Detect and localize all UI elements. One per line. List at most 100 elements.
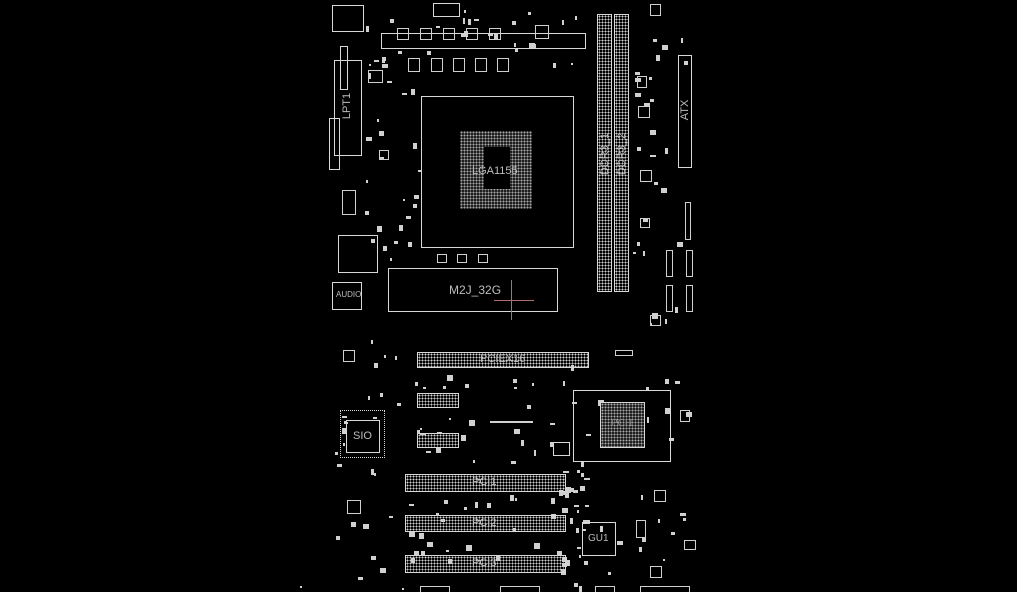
pch-chip[interactable]: PCH: [600, 402, 645, 448]
component-outline[interactable]: [615, 350, 633, 356]
smd-component: [662, 45, 668, 50]
cpu-socket[interactable]: LGA1155: [421, 96, 574, 248]
smd-component: [358, 577, 363, 580]
component-outline[interactable]: [497, 58, 509, 72]
component-outline[interactable]: [500, 586, 540, 592]
component-outline[interactable]: [300, 586, 302, 588]
component-outline[interactable]: [637, 76, 647, 88]
usb-header-2[interactable]: [417, 433, 459, 448]
component-outline[interactable]: [397, 28, 409, 40]
component-outline[interactable]: [650, 4, 661, 16]
smd-component: [671, 532, 675, 535]
smd-component: [580, 486, 585, 491]
component-outline[interactable]: [684, 540, 696, 550]
smd-component: [573, 490, 578, 493]
dimm-slot-2[interactable]: [614, 14, 629, 292]
component-outline[interactable]: [636, 520, 646, 538]
smd-component: [649, 77, 652, 80]
component-outline[interactable]: [686, 250, 693, 277]
component-outline[interactable]: [443, 28, 455, 40]
pci-slot-2[interactable]: PCI2: [405, 515, 566, 532]
vga-connector[interactable]: [332, 5, 364, 32]
smd-component: [447, 375, 453, 381]
component-outline[interactable]: [342, 190, 356, 215]
dimm-slot-1[interactable]: [597, 14, 612, 292]
smd-component: [488, 34, 493, 36]
smd-component: [446, 550, 449, 552]
smd-component: [371, 239, 375, 243]
smd-component: [600, 526, 603, 532]
component-outline[interactable]: [453, 58, 465, 72]
component-outline[interactable]: [475, 58, 487, 72]
component-outline[interactable]: [640, 586, 690, 592]
smd-component: [363, 524, 369, 529]
smd-component: [395, 356, 397, 360]
vrm-area[interactable]: [381, 33, 586, 49]
gu1-chip[interactable]: GU1: [582, 522, 616, 556]
smd-component: [575, 16, 577, 20]
smd-component: [572, 402, 577, 404]
component-outline[interactable]: [343, 350, 355, 362]
m2-slot[interactable]: M2J_32G: [388, 268, 558, 312]
usb-header-1[interactable]: [417, 393, 459, 408]
component-outline[interactable]: [686, 285, 693, 312]
component-outline[interactable]: [654, 490, 666, 502]
component-outline[interactable]: [368, 70, 383, 83]
smd-component: [466, 545, 472, 551]
component-outline[interactable]: [457, 254, 467, 263]
component-outline[interactable]: [685, 202, 691, 240]
component-outline[interactable]: [347, 500, 361, 514]
lpt-header: [340, 46, 348, 90]
smd-component: [465, 384, 469, 388]
component-outline[interactable]: [666, 250, 673, 277]
sio-chip[interactable]: SIO: [346, 420, 380, 453]
smd-component: [475, 502, 478, 508]
pci-slot-3[interactable]: PCI3: [405, 555, 566, 573]
component-outline[interactable]: [420, 586, 450, 592]
component-outline[interactable]: [408, 58, 420, 72]
lpt-connector[interactable]: [334, 60, 362, 156]
component-outline[interactable]: [379, 150, 389, 160]
smd-component: [635, 72, 640, 75]
audio-codec-area[interactable]: [338, 235, 378, 273]
smd-component: [409, 532, 415, 537]
component-outline[interactable]: [437, 254, 447, 263]
sio-area: [340, 410, 385, 458]
smd-component: [663, 559, 665, 561]
smd-component: [574, 583, 578, 587]
smd-component: [576, 528, 579, 533]
component-outline[interactable]: [640, 170, 652, 182]
smd-component: [436, 26, 440, 28]
component-outline[interactable]: [420, 28, 432, 40]
smd-component: [562, 508, 568, 513]
smd-component: [553, 63, 556, 68]
pci-slot-1[interactable]: PCI1: [405, 474, 566, 492]
component-outline[interactable]: [478, 254, 488, 263]
smd-component: [585, 505, 589, 507]
component-outline[interactable]: [638, 106, 650, 118]
atx-power-connector[interactable]: [678, 55, 692, 168]
component-outline[interactable]: [650, 566, 662, 578]
smd-component: [411, 89, 415, 95]
component-outline[interactable]: [535, 25, 549, 39]
smd-component: [461, 435, 466, 441]
component-outline[interactable]: [666, 285, 673, 312]
smd-component: [369, 64, 371, 66]
smd-component: [639, 547, 642, 552]
cursor-crosshair-h: [494, 300, 534, 301]
smd-component: [335, 452, 338, 455]
smd-component: [380, 568, 386, 573]
smd-component: [521, 440, 524, 446]
audio-chip[interactable]: AUDIO: [332, 282, 362, 310]
component-outline[interactable]: [431, 58, 443, 72]
smd-component: [684, 61, 688, 65]
smd-component: [382, 57, 386, 61]
smd-component: [380, 157, 384, 159]
fan-header[interactable]: [433, 3, 460, 17]
smd-component: [565, 560, 570, 566]
pcie-x16-slot[interactable]: PCIEX16: [417, 352, 589, 368]
component-outline[interactable]: [595, 586, 615, 592]
smd-component: [444, 500, 448, 504]
battery-holder[interactable]: [553, 442, 570, 456]
